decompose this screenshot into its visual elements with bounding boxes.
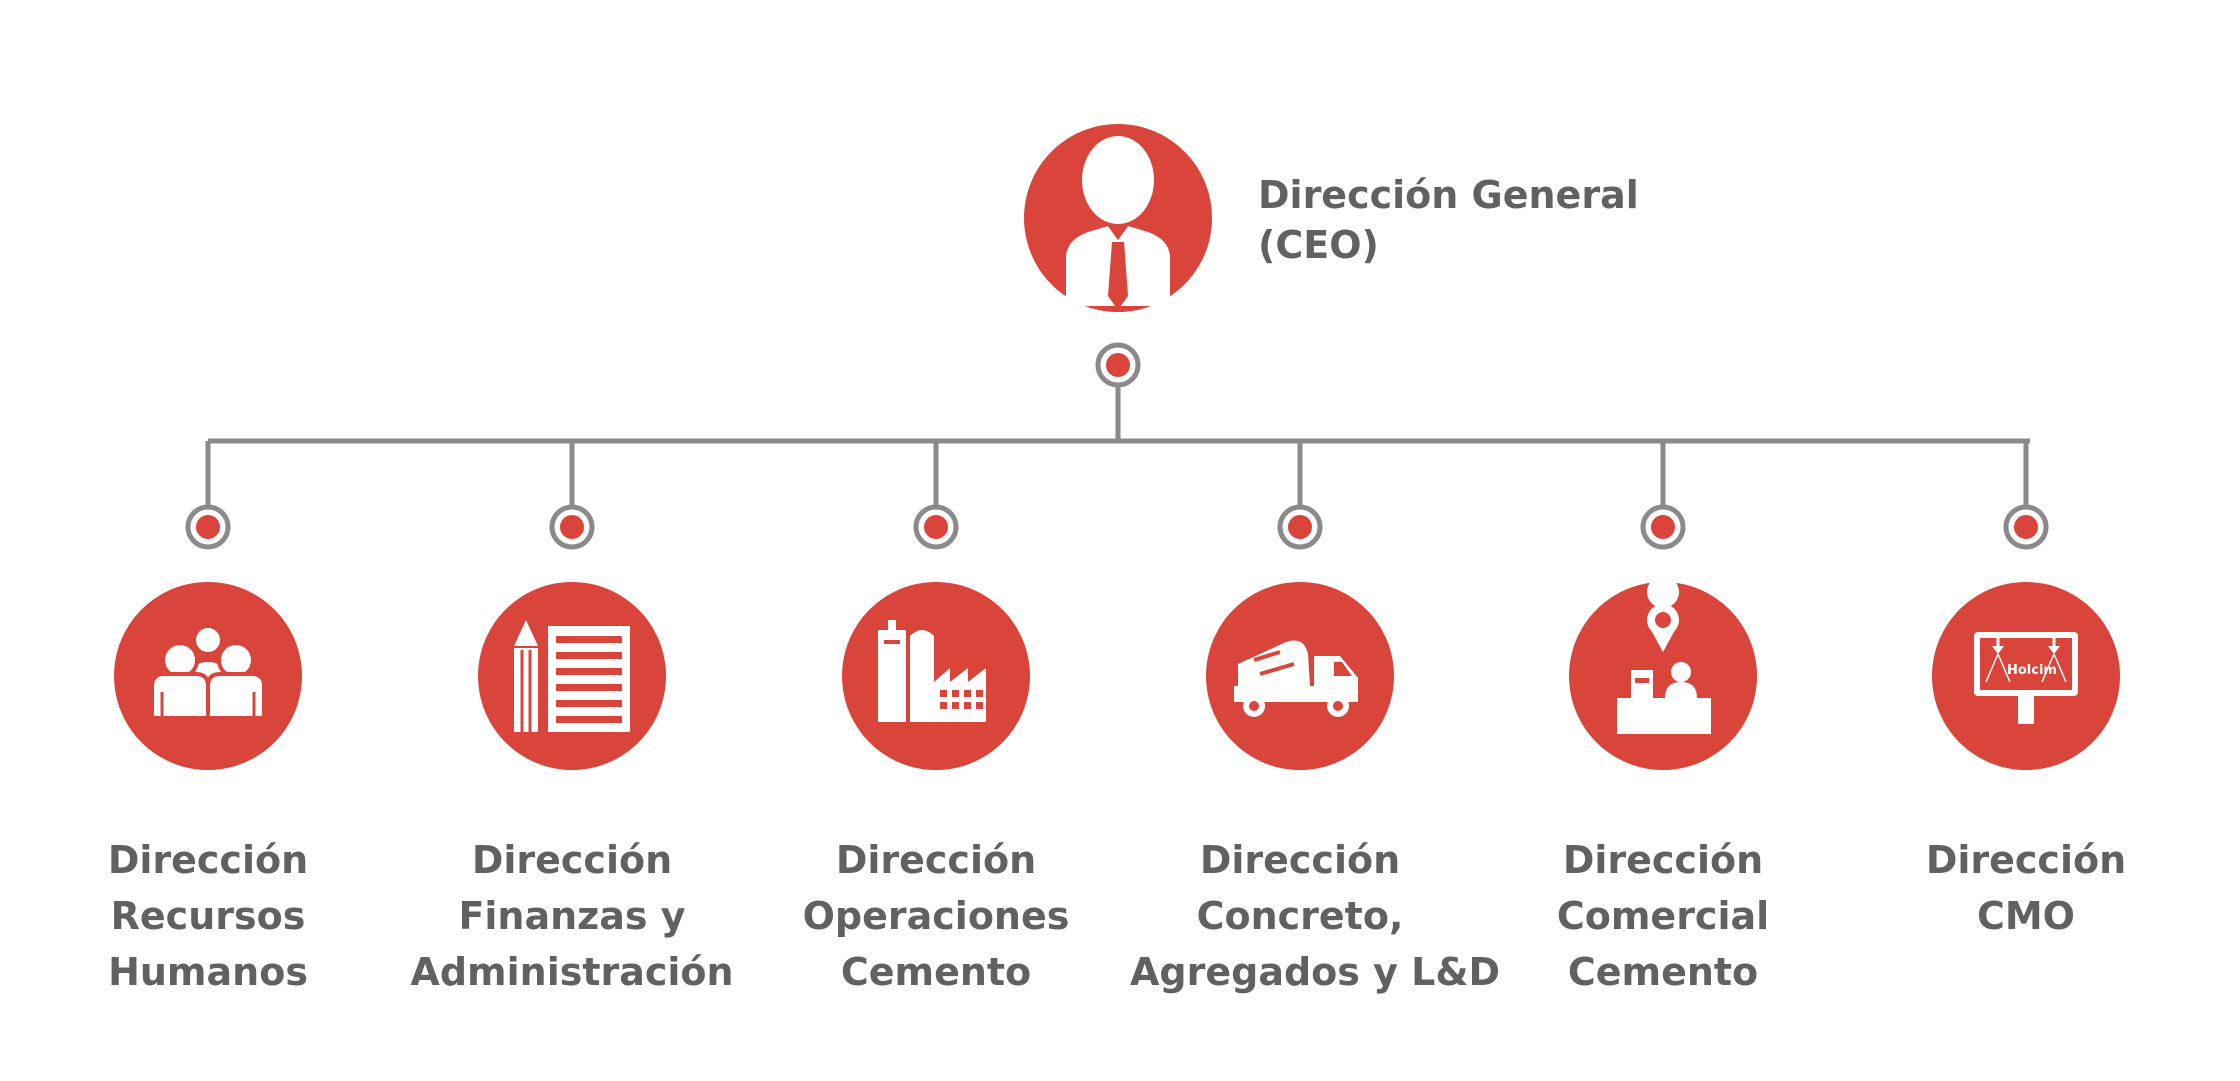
connector-lines (208, 382, 2030, 444)
pencil-document-icon (512, 618, 632, 734)
department-node-comercial (1569, 504, 1757, 770)
department-label-line: Agregados y L&D (1130, 950, 1501, 994)
department-label-line: Dirección (471, 838, 673, 882)
department-label-line: Recursos (110, 894, 306, 938)
ceo-node (1024, 124, 1212, 388)
ceo-label-line: Dirección General (1258, 173, 1639, 217)
department-label-line: Dirección (1199, 838, 1401, 882)
department-label-line: Cemento (1567, 950, 1759, 994)
department-label-line: Humanos (108, 950, 308, 994)
ceo-label: Dirección General (CEO) (1258, 170, 1639, 270)
department-node-concreto (1206, 504, 1394, 770)
connector-dot-finanzas (549, 504, 595, 550)
department-circle-operaciones (842, 582, 1030, 770)
ceo-connector-dot (1095, 342, 1141, 388)
department-label-line: CMO (1976, 894, 2075, 938)
connector-dot-operaciones (913, 504, 959, 550)
department-drop-lines (205, 441, 2029, 508)
department-node-finanzas (478, 504, 666, 770)
department-label-line: Dirección (835, 838, 1037, 882)
connector-dot-concreto (1277, 504, 1323, 550)
department-label-line: Dirección (1562, 838, 1764, 882)
connector-dot-rrhh (185, 504, 231, 550)
department-label-line: Cemento (840, 950, 1032, 994)
department-label-line: Dirección (1925, 838, 2127, 882)
department-label-line: Administración (410, 950, 734, 994)
department-label-line: Finanzas y (458, 894, 686, 938)
department-label-line: Dirección (107, 838, 309, 882)
department-node-cmo: Holcim (1932, 504, 2120, 770)
connector-dot-comercial (1640, 504, 1686, 550)
billboard-brand-text: Holcim (2007, 663, 2057, 678)
department-label-line: Operaciones (802, 894, 1070, 938)
ceo-label-line: (CEO) (1258, 223, 1379, 267)
department-node-operaciones (842, 504, 1030, 770)
department-label-line: Concreto, (1196, 894, 1404, 938)
connector-dot-cmo (2003, 504, 2049, 550)
department-nodes: Holcim (114, 504, 2120, 770)
department-node-rrhh (114, 504, 302, 770)
department-label-line: Comercial (1556, 894, 1770, 938)
